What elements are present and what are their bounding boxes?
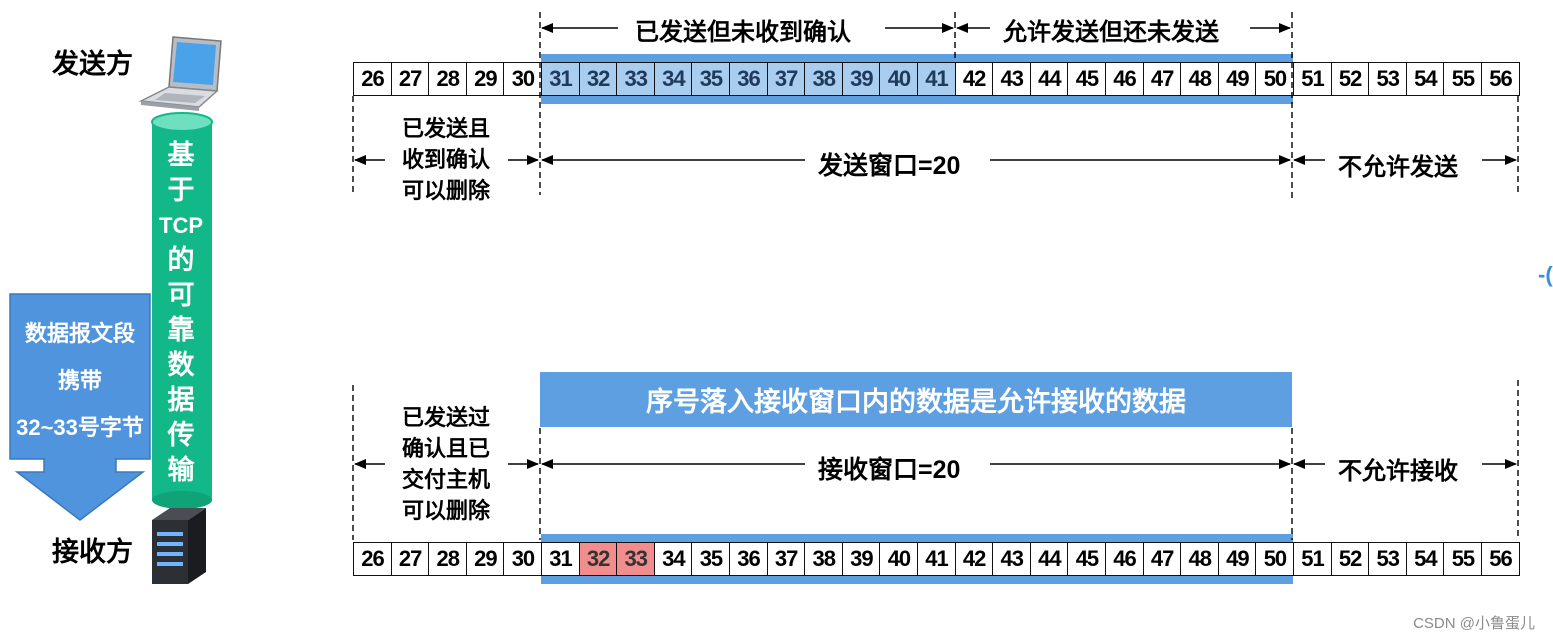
sequence-cell: 38: [804, 542, 844, 576]
sequence-cell: 49: [1217, 542, 1257, 576]
allowed-not-sent-label: 允许发送但还未发送: [1003, 19, 1219, 46]
sequence-cell: 53: [1368, 62, 1408, 96]
sequence-cell: 31: [541, 62, 581, 96]
sequence-cell: 34: [653, 542, 693, 576]
receiver-delivered-deletable-label: 已发送过 确认且已 交付主机 可以删除: [385, 402, 507, 526]
pipe-cylinder: [151, 112, 213, 509]
sequence-cell: 32: [578, 62, 618, 96]
sequence-cell: 29: [465, 62, 505, 96]
pipe-char: 据: [167, 385, 195, 415]
sequence-cell: 31: [541, 542, 581, 576]
send-window-label: 发送窗口=20: [818, 152, 961, 180]
sequence-cell: 54: [1405, 542, 1445, 576]
watermark: CSDN @小鲁蛋儿: [1413, 615, 1535, 632]
sequence-cell: 47: [1142, 62, 1182, 96]
sequence-cell: 36: [729, 542, 769, 576]
dashed-boundaries: [352, 12, 1519, 540]
sequence-cell: 43: [992, 62, 1032, 96]
sequence-cell: 35: [691, 542, 731, 576]
label-line: 交付主机: [401, 467, 490, 492]
pipe-char: 的: [167, 245, 195, 275]
sequence-cell: 41: [917, 542, 957, 576]
sequence-cell: 48: [1180, 62, 1220, 96]
sequence-cell: 38: [804, 62, 844, 96]
laptop-icon: [138, 36, 222, 111]
pipe-char: 可: [167, 280, 195, 310]
receive-window-label: 接收窗口=20: [818, 456, 961, 484]
banner-text: 序号落入接收窗口内的数据是允许接收的数据: [646, 387, 1186, 417]
sequence-cell: 45: [1067, 62, 1107, 96]
sequence-cell: 27: [390, 542, 430, 576]
sequence-cell: 50: [1255, 62, 1295, 96]
pipe-char: 基: [167, 140, 195, 170]
pipe-char: 传: [167, 420, 195, 450]
pipe-char: TCP: [159, 213, 203, 238]
sequence-cell: 35: [691, 62, 731, 96]
label-line: 收到确认: [401, 147, 490, 172]
page-edge-glyph: -(: [1538, 262, 1553, 287]
sequence-cell: 56: [1481, 62, 1521, 96]
sequence-cell: 30: [503, 542, 543, 576]
sequence-cell: 40: [879, 542, 919, 576]
sequence-cell: 39: [841, 62, 881, 96]
sender-label: 发送方: [52, 49, 133, 79]
sequence-cell: 42: [954, 542, 994, 576]
receiver-label: 接收方: [52, 537, 133, 567]
label-line: 可以删除: [401, 498, 490, 523]
pipe-char: 靠: [167, 315, 195, 345]
sequence-cell: 29: [465, 542, 505, 576]
sequence-cell: 28: [428, 62, 468, 96]
receive-window-banner: 序号落入接收窗口内的数据是允许接收的数据: [540, 372, 1292, 427]
label-line: 已发送过: [401, 405, 490, 430]
sent-unacked-label: 已发送但未收到确认: [635, 19, 851, 46]
sequence-cell: 53: [1368, 542, 1408, 576]
segment-line: 携带: [57, 368, 102, 393]
sequence-cell: 52: [1330, 62, 1370, 96]
sequence-cell: 41: [917, 62, 957, 96]
segment-arrow-shape: [9, 293, 151, 521]
sequence-cell: 55: [1443, 62, 1483, 96]
pipe-char: 于: [167, 175, 195, 205]
sequence-cell: 40: [879, 62, 919, 96]
sequence-cell: 55: [1443, 542, 1483, 576]
sender-acked-deletable-label: 已发送且 收到确认 可以删除: [385, 113, 507, 206]
sequence-cell: 37: [766, 62, 806, 96]
sequence-cell: 56: [1481, 542, 1521, 576]
segment-line: 32~33号字节: [16, 415, 144, 440]
server-icon: [152, 508, 206, 584]
sequence-cell: 39: [841, 542, 881, 576]
sequence-cell: 34: [653, 62, 693, 96]
segment-label: 数据报文段 携带 32~33号字节: [8, 316, 152, 457]
sequence-cell: 52: [1330, 542, 1370, 576]
sequence-cell: 43: [992, 542, 1032, 576]
send-not-allowed-label: 不允许发送: [1338, 154, 1458, 181]
dimension-arrows: [354, 23, 1517, 469]
pipe-char: 输: [167, 455, 195, 485]
pipe-char: 数: [167, 350, 195, 380]
pipe-label: 基 于 TCP 的 可 靠 数 据 传 输: [152, 138, 210, 488]
sequence-cell: 42: [954, 62, 994, 96]
sequence-cell: 51: [1293, 62, 1333, 96]
label-line: 确认且已: [401, 436, 490, 461]
sequence-cell: 33: [616, 62, 656, 96]
sequence-cell: 30: [503, 62, 543, 96]
sequence-cell: 32: [578, 542, 618, 576]
sequence-cell: 27: [390, 62, 430, 96]
receive-not-allowed-label: 不允许接收: [1338, 458, 1458, 485]
sequence-cell: 49: [1217, 62, 1257, 96]
sequence-cell: 46: [1105, 62, 1145, 96]
sequence-cell: 51: [1293, 542, 1333, 576]
label-line: 可以删除: [401, 178, 490, 203]
sequence-cell: 33: [616, 542, 656, 576]
label-line: 已发送且: [401, 116, 490, 141]
segment-line: 数据报文段: [24, 321, 135, 346]
sequence-cell: 28: [428, 542, 468, 576]
